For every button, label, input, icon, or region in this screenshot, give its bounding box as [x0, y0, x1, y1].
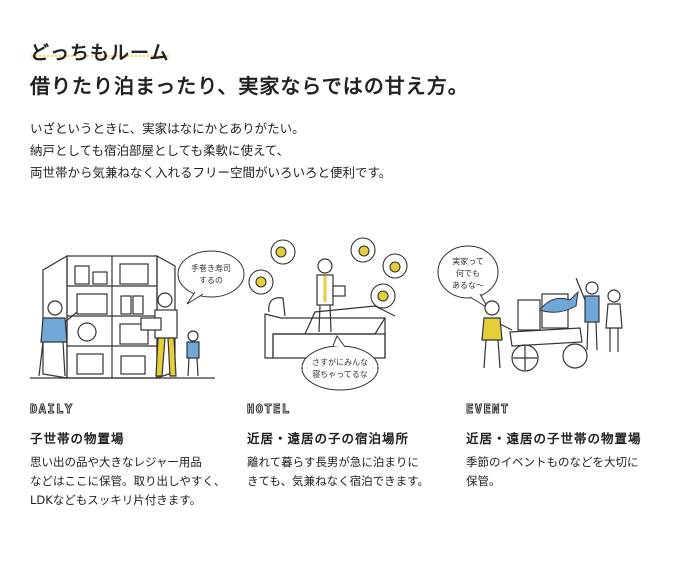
desc-line: きても、気兼ねなく宿泊できます。 — [247, 474, 429, 488]
category-desc-event: 季節のイベントものなどを大切に 保管。 — [466, 453, 639, 491]
desc-line: LDKなどもスッキリ片付きます。 — [30, 493, 202, 507]
desc-line: などはここに保管。取り出しやすく、 — [30, 474, 226, 488]
bubble-text: 実家って — [452, 256, 484, 266]
category-label-event: EVENT — [466, 402, 510, 417]
desc-line: 保管。 — [466, 474, 501, 488]
intro-line: いざというときに、実家はなにかとありがたい。 — [30, 121, 305, 136]
category-desc-daily: 思い出の品や大きなレジャー用品 などはここに保管。取り出しやすく、 LDKなども… — [30, 453, 225, 510]
bubble-text: あるな～ — [452, 281, 484, 290]
hotel-illustration: さすがにみんな 寝ちゃってるな — [245, 234, 465, 391]
intro-line: 両世帯から気兼ねなく入れるフリー空間がいろいろと便利です。 — [30, 165, 392, 180]
bubble-text: 手巻き寿司 — [191, 263, 231, 273]
section-title: 借りたり泊まったり、実家ならではの甘え方。 — [30, 74, 469, 98]
section-subtitle: どっちもルーム — [30, 38, 172, 67]
bubble-text: 寝ちゃってるな — [312, 369, 368, 379]
category-label-hotel: HOTEL — [247, 402, 291, 417]
desc-line: 離れて暮らす長男が急に泊まりに — [247, 455, 419, 469]
category-title-event: 近居・遠居の子世帯の物置場 — [466, 431, 642, 446]
category-title-hotel: 近居・遠居の子の宿泊場所 — [247, 431, 410, 446]
desc-line: 季節のイベントものなどを大切に — [466, 455, 639, 469]
intro-line: 納戸としても宿泊部屋としても柔軟に使えて、 — [30, 143, 290, 158]
storage-scene-image: 手巻き寿司 するの — [30, 250, 245, 379]
category-desc-hotel: 離れて暮らす長男が急に泊まりに きても、気兼ねなく宿泊できます。 — [247, 453, 429, 491]
bubble-text: するの — [199, 276, 223, 285]
daily-illustration: 手巻き寿司 するの — [25, 234, 245, 384]
bubble-text: 何でも — [456, 268, 480, 278]
category-title-daily: 子世帯の物置場 — [30, 431, 125, 446]
event-scene-image: 実家って 何でも あるな～ — [437, 245, 623, 372]
desc-line: 思い出の品や大きなレジャー用品 — [30, 455, 202, 469]
guestroom-scene-image: さすがにみんな 寝ちゃってるな — [248, 237, 408, 391]
event-illustration: 実家って 何でも あるな～ — [437, 234, 660, 384]
category-label-daily: DAILY — [30, 402, 74, 417]
bubble-text: さすがにみんな — [312, 357, 368, 367]
intro-text: いざというときに、実家はなにかとありがたい。 納戸としても宿泊部屋としても柔軟に… — [30, 118, 391, 184]
